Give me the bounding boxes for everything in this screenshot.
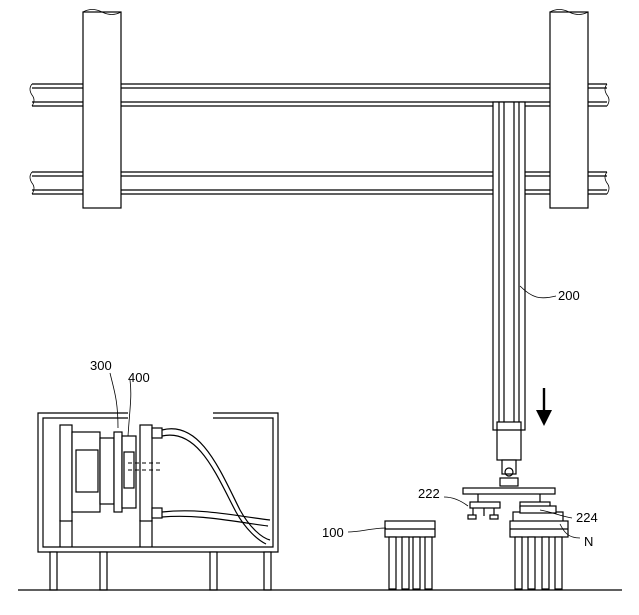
- label-machine: 300: [90, 358, 112, 373]
- label-workpiece: N: [584, 534, 593, 549]
- robot-arm: [492, 101, 526, 487]
- gantry-column-left: [82, 9, 122, 209]
- label-table-left: 100: [322, 525, 344, 540]
- gantry-column-right: [549, 9, 589, 209]
- molding-machine: [37, 412, 279, 591]
- leader-lines: [109, 285, 581, 539]
- label-robot: 200: [558, 288, 580, 303]
- down-arrow-icon: [536, 388, 552, 426]
- work-table-left: [384, 520, 436, 590]
- label-mold: 400: [128, 370, 150, 385]
- gripper-assembly: [462, 487, 556, 520]
- label-gripper-right: 224: [576, 510, 598, 525]
- work-table-right: [509, 505, 569, 590]
- label-gripper-left: 222: [418, 486, 440, 501]
